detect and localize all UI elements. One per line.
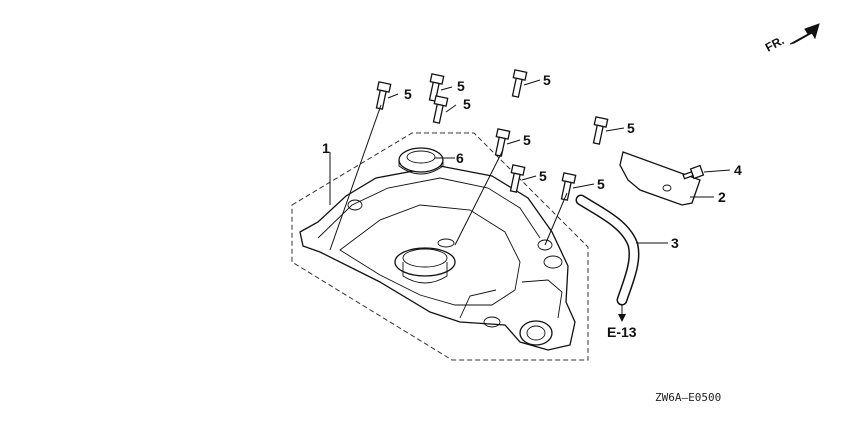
callout-bolt: 5 [597,176,605,192]
bolt [511,69,528,98]
callout-bolt: 5 [543,72,551,88]
callout-bolt: 5 [523,132,531,148]
bolt [560,172,577,201]
breather-tube-part [575,194,640,322]
bolt-group [375,69,609,201]
callout-bolt: 5 [627,120,635,136]
callout-cover: 1 [322,140,330,156]
bolt [494,128,511,157]
arrow-right-icon [789,23,820,45]
callout-bolt: 5 [539,168,547,184]
cover-part [299,165,576,351]
callout-bolt: 5 [463,96,471,112]
callout-tube: 3 [671,235,679,251]
bolt [592,116,609,145]
front-direction-label: FR. [763,33,787,54]
assembly-outline [291,132,589,361]
bolt [509,164,526,193]
cross-reference-label: E-13 [607,324,637,340]
bolt [428,73,445,102]
bolt [432,95,449,124]
callout-bolt: 5 [404,86,412,102]
callout-gasket-plate: 2 [718,189,726,205]
front-direction-indicator: FR. [763,23,820,55]
callout-screw: 4 [734,162,742,178]
drawing-code: ZW6A–E0500 [655,391,721,404]
screw-part [682,164,705,180]
callout-oil-seal: 6 [456,150,464,166]
leader-lines [329,79,731,251]
oil-seal-part [398,147,444,175]
callout-bolt: 5 [457,78,465,94]
bolt [375,81,392,110]
gasket-plate-part [619,151,701,206]
